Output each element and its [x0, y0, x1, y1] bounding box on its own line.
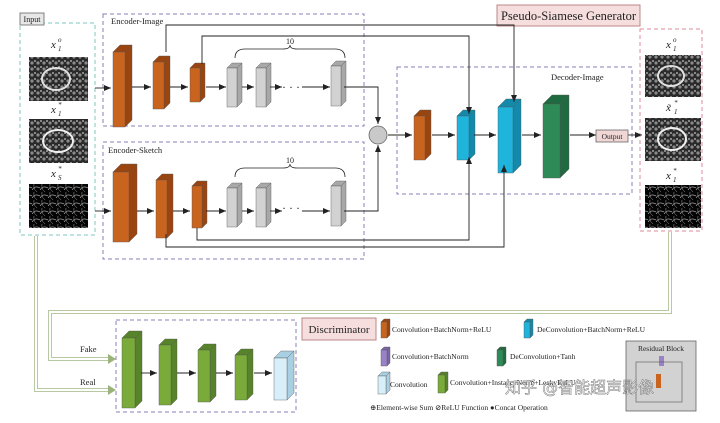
dec-conv [413, 109, 432, 161]
output-image-2 [645, 118, 701, 161]
enc-sk-res3 [330, 180, 347, 227]
disc-conv5 [273, 350, 295, 401]
svg-text:Convolution+InstanceNorm+Leaky: Convolution+InstanceNorm+LeakyReLU [450, 378, 576, 387]
svg-text:x: x [665, 39, 671, 51]
svg-text:o: o [673, 36, 677, 44]
svg-text:1: 1 [674, 108, 678, 116]
output-image-1 [645, 55, 701, 97]
svg-text:*: * [674, 99, 678, 107]
svg-text:1: 1 [673, 176, 677, 184]
svg-text:x: x [50, 168, 56, 180]
svg-text:10: 10 [286, 37, 294, 46]
ellipsis-image: · · · [282, 80, 300, 94]
svg-text:Decoder-Image: Decoder-Image [551, 72, 604, 82]
disc-conv4 [234, 348, 254, 401]
dec-deconv2 [497, 98, 522, 174]
encoder-image-block: Encoder-Image 10 [102, 13, 365, 127]
svg-text:x: x [50, 39, 56, 51]
discriminator-block [115, 319, 297, 413]
legend-deconv-tanh-icon [496, 346, 507, 367]
svg-text:Encoder-Sketch: Encoder-Sketch [108, 145, 163, 155]
enc-img-conv3 [189, 62, 206, 103]
svg-text:o: o [58, 36, 62, 44]
decoder-image-block: Decoder-Image [396, 66, 633, 195]
enc-sk-conv1 [112, 163, 138, 243]
enc-sk-res1 [226, 182, 243, 228]
svg-text:Input: Input [24, 15, 42, 24]
svg-text:S: S [58, 174, 62, 182]
svg-text:*: * [58, 101, 62, 109]
concat-operation-icon [368, 125, 388, 145]
input-image-mri [29, 57, 88, 101]
fake-label: Fake [80, 344, 97, 354]
svg-text:Pseudo-Siamese Generator: Pseudo-Siamese Generator [501, 9, 637, 23]
enc-sk-res2 [255, 182, 272, 228]
discriminator-inputs [34, 232, 672, 392]
svg-text:Convolution: Convolution [390, 380, 428, 389]
legend: Convolution+BatchNorm+ReLU DeConvolution… [370, 325, 697, 412]
enc-img-res3 [330, 60, 347, 107]
svg-text:Encoder-Image: Encoder-Image [111, 16, 163, 26]
enc-sk-conv2 [155, 173, 174, 239]
svg-text:1: 1 [673, 45, 677, 53]
input-image-sketch [29, 184, 88, 228]
encoder-sketch-block: Encoder-Sketch 10 [102, 141, 365, 260]
output-symbol-2: x̃1* [665, 99, 678, 116]
svg-text:Residual Block: Residual Block [638, 344, 684, 353]
watermark: 知乎 @智能超声影像 [505, 378, 654, 397]
legend-deconv-bn-relu-icon [523, 318, 534, 339]
connections [95, 24, 642, 248]
svg-text:DeConvolution+BatchNorm+ReLU: DeConvolution+BatchNorm+ReLU [537, 325, 646, 334]
enc-img-conv2 [152, 55, 171, 110]
legend-conv-bn-icon [380, 346, 391, 367]
output-label: Output [595, 129, 629, 143]
disc-conv2 [158, 338, 178, 406]
real-label: Real [80, 377, 96, 387]
enc-img-conv1 [112, 44, 133, 128]
svg-text:1: 1 [58, 45, 62, 53]
svg-text:Output: Output [602, 132, 624, 141]
legend-conv-icon [377, 371, 391, 395]
svg-text:Discriminator: Discriminator [308, 324, 369, 336]
svg-text:DeConvolution+Tanh: DeConvolution+Tanh [510, 352, 576, 361]
svg-text:x̃: x̃ [665, 102, 672, 114]
svg-text:*: * [58, 165, 62, 173]
output-image-3 [645, 185, 701, 228]
disc-conv3 [197, 343, 217, 403]
generator-title: Pseudo-Siamese Generator [496, 4, 641, 27]
discriminator-label: Discriminator [301, 317, 377, 341]
legend-conv-bn-relu-icon [380, 318, 391, 339]
svg-text:x: x [665, 170, 671, 182]
ellipsis-sketch: · · · [282, 201, 300, 215]
svg-text:Convolution+BatchNorm+ReLU: Convolution+BatchNorm+ReLU [392, 325, 492, 334]
enc-img-res1 [226, 62, 243, 108]
disc-conv1 [121, 330, 143, 409]
svg-text:*: * [673, 167, 677, 175]
svg-text:⊕Element-wise Sum ⊘ReLU Funct: ⊕Element-wise Sum ⊘ReLU Function ●Concat… [370, 403, 548, 412]
svg-text:1: 1 [58, 110, 62, 118]
enc-img-res2 [255, 62, 272, 108]
dec-deconv1 [456, 109, 476, 161]
enc-sk-conv3 [191, 180, 208, 229]
input-image-sketch-fused [29, 119, 88, 163]
svg-text:10: 10 [286, 156, 294, 165]
dec-deconv-tanh [542, 94, 570, 179]
svg-text:x: x [50, 104, 56, 116]
legend-conv-in-lrelu-icon [437, 371, 449, 394]
svg-text:Convolution+BatchNorm: Convolution+BatchNorm [392, 352, 469, 361]
